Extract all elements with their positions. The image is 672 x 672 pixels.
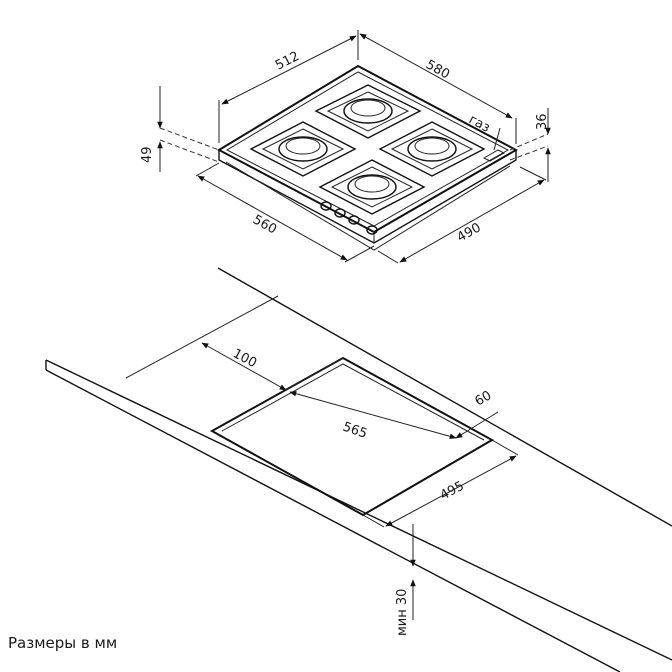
dim-height-right: 36 — [535, 113, 550, 130]
dim-depth-front: 490 — [455, 220, 484, 245]
gas-inlet — [482, 127, 506, 162]
dim-height-left: 49 — [140, 146, 155, 163]
gas-label: газ — [466, 112, 492, 135]
burner-left — [249, 121, 357, 177]
cutout-dimensions — [201, 342, 519, 620]
dim-depth-top: 580 — [423, 57, 452, 82]
burner-rear — [314, 84, 422, 139]
dim-back-offset: 100 — [230, 346, 259, 371]
units-caption: Размеры в мм — [8, 634, 118, 652]
countertop — [45, 267, 672, 672]
dim-min-thickness: мин 30 — [395, 589, 410, 636]
dim-width-top: 512 — [273, 49, 302, 74]
dim-cut-depth: 495 — [438, 479, 467, 504]
dim-width-front: 560 — [250, 212, 279, 237]
hob-dimensions — [157, 30, 551, 264]
burner-right — [378, 121, 486, 177]
dim-cut-width: 565 — [341, 420, 369, 442]
dim-front-offset: 60 — [473, 388, 495, 409]
